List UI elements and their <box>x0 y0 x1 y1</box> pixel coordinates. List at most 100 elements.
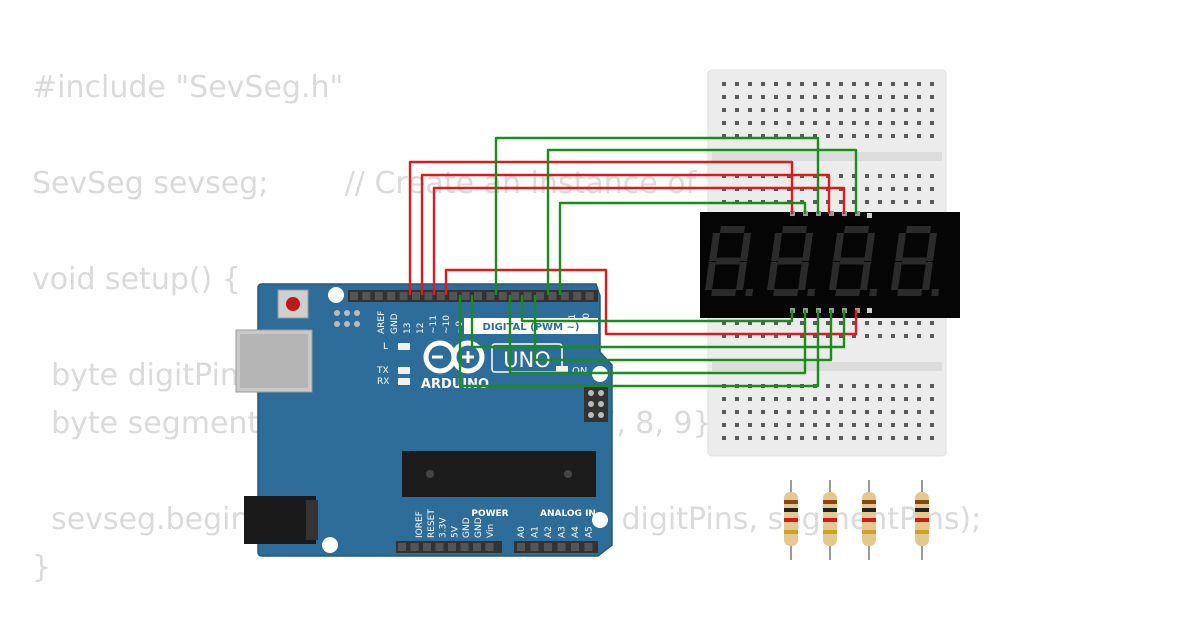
icsp-pin <box>354 310 360 316</box>
digit <box>829 226 878 296</box>
breadboard-hole <box>839 95 843 99</box>
pin-label: 13 <box>403 323 413 334</box>
breadboard-hole <box>839 436 843 440</box>
segment <box>767 262 778 290</box>
breadboard-hole <box>904 410 908 414</box>
breadboard-hole <box>787 334 791 338</box>
breadboard-hole <box>930 334 934 338</box>
header-pin <box>436 292 445 300</box>
breadboard-hole <box>878 397 882 401</box>
breadboard-hole <box>839 134 843 138</box>
breadboard-hole <box>787 82 791 86</box>
header-pin <box>557 543 566 551</box>
breadboard-hole <box>761 95 765 99</box>
on-label: ON <box>572 366 587 377</box>
breadboard-hole <box>917 397 921 401</box>
icsp-pin <box>598 401 604 407</box>
segment <box>897 289 923 296</box>
pin-label: ~10 <box>442 315 452 334</box>
breadboard-hole <box>917 436 921 440</box>
header-pin <box>423 543 431 551</box>
breadboard-hole <box>813 334 817 338</box>
wires <box>408 136 858 388</box>
breadboard-hole <box>722 410 726 414</box>
wire-green <box>520 295 794 323</box>
breadboard-hole <box>748 410 752 414</box>
breadboard-hole <box>787 95 791 99</box>
breadboard-hole <box>852 436 856 440</box>
breadboard-hole <box>813 134 817 138</box>
breadboard-hole <box>826 384 830 388</box>
breadboard-hole <box>904 82 908 86</box>
breadboard-hole <box>839 108 843 112</box>
breadboard-hole <box>813 397 817 401</box>
breadboard-hole <box>735 423 739 427</box>
breadboard-hole <box>891 423 895 427</box>
resistor-band <box>862 530 876 534</box>
breadboard-hole <box>800 410 804 414</box>
breadboard-hole <box>852 321 856 325</box>
segment <box>906 226 931 233</box>
breadboard-hole <box>813 200 817 204</box>
breadboard-hole <box>748 321 752 325</box>
breadboard-hole <box>774 423 778 427</box>
segment <box>711 289 737 296</box>
microcontroller-chip <box>402 451 596 497</box>
resistor-band <box>862 518 876 522</box>
breadboard-hole <box>904 95 908 99</box>
segment <box>773 289 799 296</box>
header-pin <box>399 292 408 300</box>
breadboard-hole <box>865 410 869 414</box>
breadboard-hole <box>878 82 882 86</box>
breadboard-hole <box>748 397 752 401</box>
breadboard-hole <box>865 121 869 125</box>
breadboard-hole <box>917 82 921 86</box>
breadboard-hole <box>852 410 856 414</box>
pin-label: 3.3V <box>439 517 449 538</box>
breadboard-hole <box>891 410 895 414</box>
header-pin <box>435 543 444 551</box>
breadboard-hole <box>813 410 817 414</box>
code-line: } <box>32 550 52 585</box>
breadboard-hole <box>826 108 830 112</box>
breadboard-hole <box>865 200 869 204</box>
breadboard-hole <box>878 436 882 440</box>
header-pin <box>473 543 481 551</box>
segment <box>771 233 783 261</box>
pin-label: A2 <box>544 526 554 538</box>
resistor-band <box>784 530 798 534</box>
breadboard-hole <box>904 174 908 178</box>
header-pin <box>362 292 371 300</box>
breadboard-hole <box>774 334 778 338</box>
wire-red <box>420 173 831 295</box>
header-pin <box>517 543 525 551</box>
header-pin <box>474 292 482 300</box>
led-rx <box>398 378 410 385</box>
breadboard-hole <box>904 187 908 191</box>
breadboard-hole <box>865 134 869 138</box>
header-pin <box>560 292 569 300</box>
breadboard-hole <box>891 384 895 388</box>
resistor-band <box>784 500 798 504</box>
breadboard-hole <box>748 108 752 112</box>
breadboard-hole <box>865 384 869 388</box>
pin-label: GND <box>390 313 400 334</box>
breadboard-hole <box>904 321 908 325</box>
header-pin <box>485 543 494 551</box>
breadboard-hole <box>891 334 895 338</box>
icsp-header-body <box>584 386 608 422</box>
mounting-hole <box>322 537 338 553</box>
icsp-pin <box>588 390 594 396</box>
breadboard-hole <box>917 121 921 125</box>
breadboard-hole <box>917 423 921 427</box>
breadboard-hole <box>904 200 908 204</box>
segment <box>844 226 869 233</box>
breadboard-hole <box>735 334 739 338</box>
breadboard-hole <box>813 321 817 325</box>
breadboard-hole <box>852 95 856 99</box>
icsp-pin <box>334 310 340 316</box>
breadboard-hole <box>722 95 726 99</box>
resistor-band <box>862 500 876 504</box>
wire-red <box>432 186 846 295</box>
